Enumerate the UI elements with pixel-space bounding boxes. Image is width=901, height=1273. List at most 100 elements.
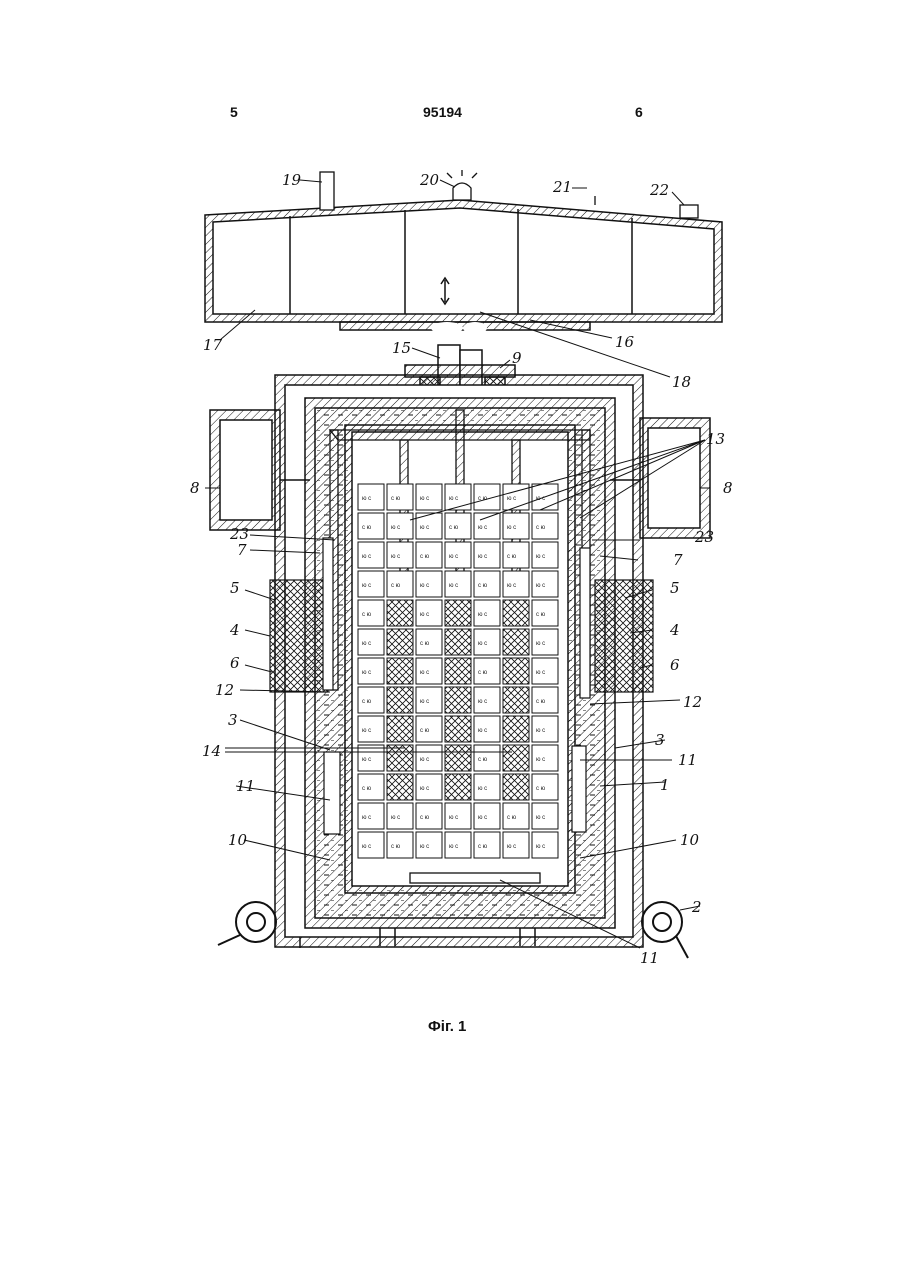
label-3-right: 3 <box>655 731 665 749</box>
core-cell-label: ю с <box>449 583 458 589</box>
core-cell-label: с ю <box>536 612 546 618</box>
bottom-plate <box>410 873 540 883</box>
top-frame <box>205 200 722 334</box>
core-cell <box>445 687 471 713</box>
core-cell-label: ю с <box>536 641 545 647</box>
label-12-left: 12 <box>215 681 234 699</box>
core-cell-label: с ю <box>420 815 430 821</box>
label-11-left: 11 <box>236 777 255 795</box>
core-cell-label: с ю <box>391 583 401 589</box>
core-cell-label: ю с <box>420 757 429 763</box>
core-cell-label: с ю <box>362 612 372 618</box>
core-cell-label: ю с <box>449 844 458 850</box>
core-cell-label: ю с <box>478 786 487 792</box>
label-10-left: 10 <box>228 831 248 849</box>
core-cell-label: ю с <box>362 496 371 502</box>
core-cell <box>387 774 413 800</box>
core-cell-label: с ю <box>536 525 546 531</box>
core-cell-label: ю с <box>449 496 458 502</box>
core-cell-label: ю с <box>362 583 371 589</box>
label-6-left: 6 <box>230 654 240 672</box>
core-cell-label: ю с <box>478 815 487 821</box>
core-cell <box>503 745 529 771</box>
label-11-bottom: 11 <box>640 949 659 967</box>
core-cell-label: ю с <box>420 583 429 589</box>
label-11-right: 11 <box>678 751 697 769</box>
core-cell <box>503 774 529 800</box>
core-cell <box>445 745 471 771</box>
core-cell-label: ю с <box>391 525 400 531</box>
core-cell-label: ю с <box>420 496 429 502</box>
core-cell-label: ю с <box>536 583 545 589</box>
core-cell <box>387 687 413 713</box>
core-cell-label: с ю <box>391 844 401 850</box>
core-cell-label: ю с <box>362 641 371 647</box>
label-17: 17 <box>203 336 223 354</box>
label-10-right: 10 <box>680 831 700 849</box>
label-2: 2 <box>691 898 702 916</box>
label-4-right: 4 <box>669 621 680 639</box>
core-cell <box>503 687 529 713</box>
core-cell-label: ю с <box>478 612 487 618</box>
core-cell-label: ю с <box>536 815 545 821</box>
core-cell <box>503 658 529 684</box>
label-6-right: 6 <box>670 656 680 674</box>
core-cell-label: с ю <box>507 554 517 560</box>
core-cell-label: с ю <box>507 815 517 821</box>
core-cell-label: с ю <box>536 786 546 792</box>
label-23-right: 23 <box>694 528 714 546</box>
label-4-left: 4 <box>229 621 240 639</box>
core-cell-label: ю с <box>391 815 400 821</box>
core-cell-label: с ю <box>362 699 372 705</box>
core-cell-label: с ю <box>449 525 459 531</box>
core-cell-label: ю с <box>420 699 429 705</box>
core-cell <box>387 658 413 684</box>
core-cell <box>445 658 471 684</box>
core-cell-label: с ю <box>536 699 546 705</box>
core-cell-label: ю с <box>536 554 545 560</box>
core-cell-label: ю с <box>536 728 545 734</box>
core-cell <box>387 600 413 626</box>
core-cell-label: ю с <box>391 554 400 560</box>
core-cell-label: ю с <box>420 525 429 531</box>
core-cell-label: ю с <box>449 554 458 560</box>
core-cell-label: с ю <box>478 844 488 850</box>
core-cell-label: ю с <box>507 496 516 502</box>
label-14: 14 <box>202 742 221 760</box>
core-cell-label: ю с <box>420 844 429 850</box>
label-15: 15 <box>392 339 411 357</box>
label-7-right: 7 <box>673 551 683 569</box>
core-cell-label: с ю <box>391 496 401 502</box>
label-19: 19 <box>282 171 302 189</box>
core-cell <box>445 774 471 800</box>
core-cell-label: ю с <box>478 554 487 560</box>
figure-caption: Фiг. 1 <box>428 1018 466 1035</box>
core-cell <box>387 629 413 655</box>
label-13: 13 <box>706 430 725 448</box>
core-cell-label: с ю <box>478 583 488 589</box>
label-1: 1 <box>660 776 670 794</box>
core-cell-label: ю с <box>478 728 487 734</box>
label-9: 9 <box>512 349 522 367</box>
core-cell-label: с ю <box>362 525 372 531</box>
core-cell <box>387 716 413 742</box>
label-22: 22 <box>649 181 669 199</box>
core-cell-label: ю с <box>478 641 487 647</box>
label-5-left: 5 <box>230 579 240 597</box>
core-cell-label: ю с <box>362 815 371 821</box>
core-cell-label: ю с <box>362 728 371 734</box>
label-18: 18 <box>672 373 691 391</box>
label-5-right: 5 <box>670 579 680 597</box>
core-cell-label: с ю <box>420 641 430 647</box>
core-cell-label: ю с <box>507 844 516 850</box>
core-cell-label: с ю <box>362 786 372 792</box>
core-cell-label: ю с <box>478 525 487 531</box>
label-8-right: 8 <box>723 479 733 497</box>
label-7-left: 7 <box>237 541 247 559</box>
label-3-left: 3 <box>228 711 238 729</box>
core-cell <box>503 716 529 742</box>
core-cell-label: ю с <box>507 525 516 531</box>
core-cell-label: ю с <box>420 670 429 676</box>
core-cell-label: ю с <box>449 815 458 821</box>
